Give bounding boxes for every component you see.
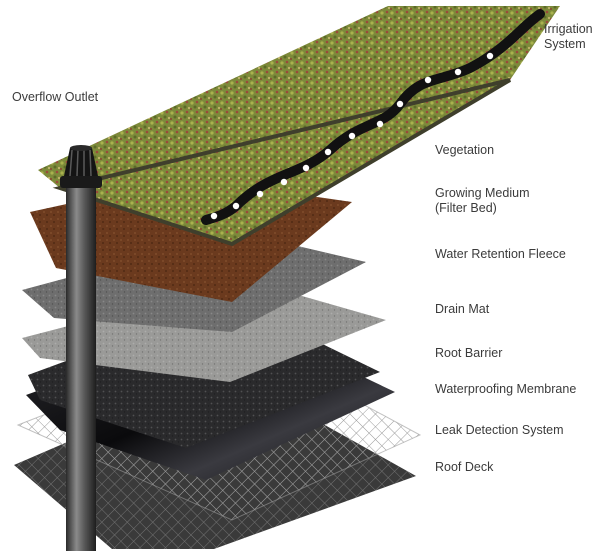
- label-drain-mat: Drain Mat: [435, 302, 490, 316]
- vegetation-layer: [38, 6, 560, 244]
- drain-mat-texture: [22, 280, 386, 382]
- vegetation-edge: [52, 78, 512, 247]
- label-irrigation-system: Irrigation System: [544, 22, 593, 52]
- label-leak-detection-system: Leak Detection System: [435, 423, 564, 437]
- label-root-barrier: Root Barrier: [435, 346, 503, 360]
- label-overflow-outlet: Overflow Outlet: [12, 90, 99, 104]
- label-vegetation: Vegetation: [435, 143, 495, 157]
- label-irrigation-line1: Irrigation: [544, 22, 593, 36]
- overflow-outlet: [60, 145, 102, 551]
- label-waterproofing-membrane: Waterproofing Membrane: [435, 382, 577, 396]
- label-roof-deck: Roof Deck: [435, 460, 494, 474]
- label-growing-line1: Growing Medium: [435, 186, 530, 200]
- label-growing-line2: (Filter Bed): [435, 201, 497, 215]
- irrigation-emitters: [210, 52, 494, 220]
- label-water-retention-fleece: Water Retention Fleece: [435, 247, 566, 261]
- label-growing-medium: Growing Medium (Filter Bed): [435, 186, 529, 216]
- label-irrigation-line2: System: [544, 37, 586, 51]
